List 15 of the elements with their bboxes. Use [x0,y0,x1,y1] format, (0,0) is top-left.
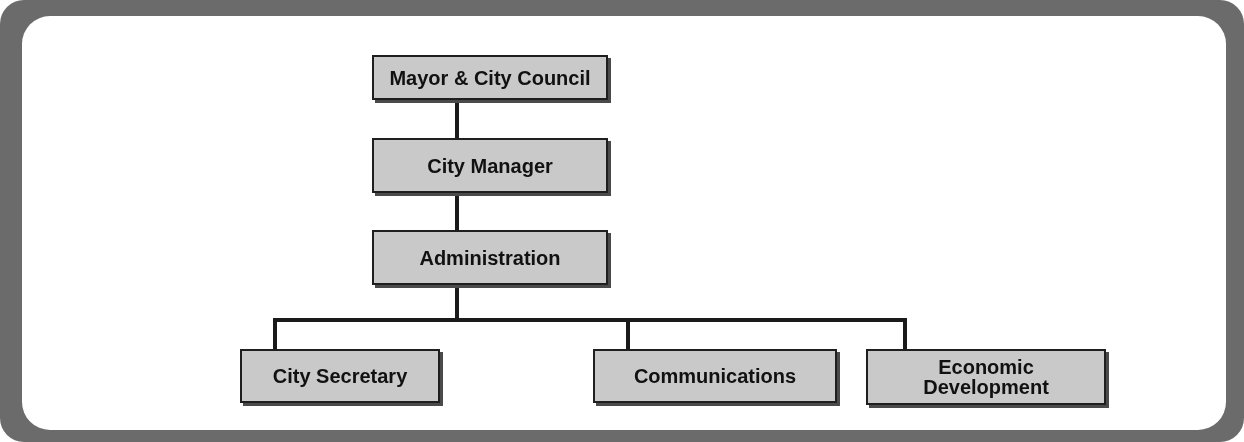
box-label: Administration [419,247,561,268]
org-box [593,349,837,403]
org-box [240,349,440,403]
org-box [372,55,608,100]
box-label: City Secretary [272,366,408,386]
box-label: Communications [633,366,797,386]
box-label: City Manager [427,155,553,176]
connector-line [455,193,459,230]
connector-line [455,100,459,138]
connector-line [455,285,907,349]
org-box [866,349,1106,405]
org-box [372,138,608,193]
box-label: Economic Development [922,357,1050,397]
org-box [372,230,608,285]
box-label: Mayor & City Council [389,67,591,88]
